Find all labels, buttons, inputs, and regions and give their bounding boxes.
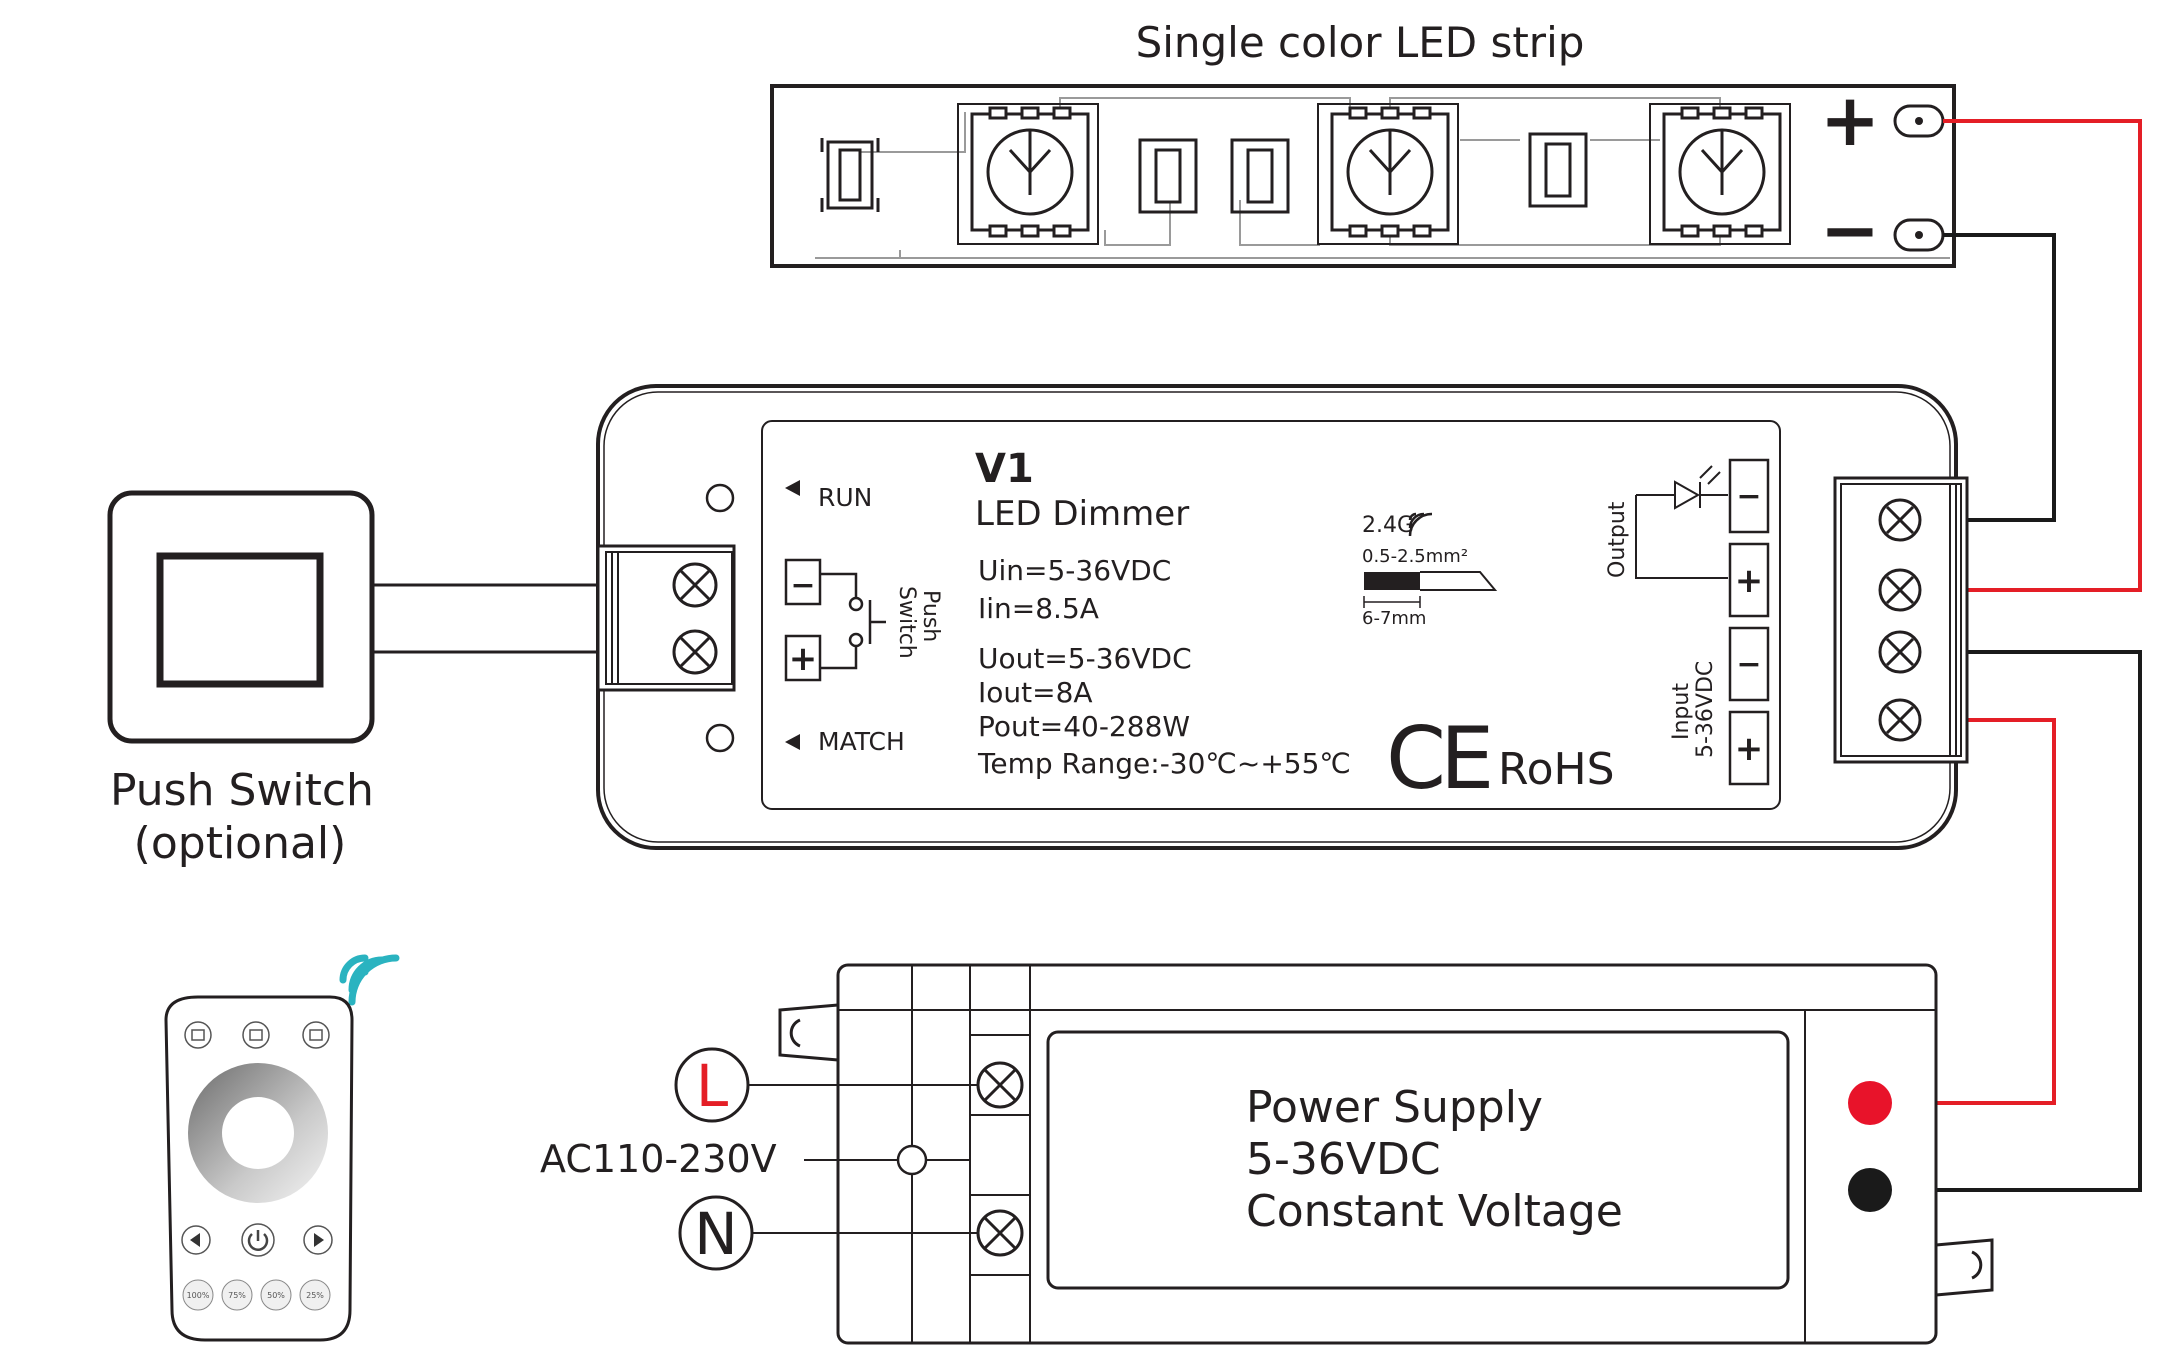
power-supply: Power Supply 5-36VDC Constant Voltage L … <box>540 963 1994 1345</box>
wireless-signal-icon <box>339 954 400 1006</box>
ac-neutral-terminal <box>678 1195 754 1271</box>
push-switch-schematic <box>784 558 886 682</box>
terminal-screw-icon <box>672 562 718 608</box>
output-minus-label: − <box>1736 479 1761 514</box>
match-label: MATCH <box>818 727 905 756</box>
stripped-wire-icon <box>1363 571 1498 608</box>
wireless-label: 2.4G <box>1362 513 1414 538</box>
match-arrow-icon <box>785 734 800 750</box>
spec-uout: Uout=5-36VDC <box>978 642 1192 675</box>
push-switch-button <box>156 552 324 688</box>
push-switch-text-line2: Switch <box>894 586 919 659</box>
wire-strip-negative <box>1900 233 2056 522</box>
led-strip-plus-symbol: + <box>1820 78 1880 162</box>
push-switch-label-line1: Push Switch <box>110 765 374 816</box>
remote-preset-label: 50% <box>267 1291 285 1300</box>
run-label: RUN <box>818 483 872 512</box>
led-strip-pad-positive <box>1893 104 1945 138</box>
resistor-4 <box>1528 132 1588 208</box>
remote-touch-wheel-center <box>222 1097 294 1169</box>
psu-output-positive <box>1848 1081 1892 1125</box>
led-dimmer: RUN MATCH − + Push Switch V1 LED Dimmer … <box>596 384 1969 850</box>
wire-push-switch <box>372 583 640 654</box>
ac-input-label: AC110-230V <box>540 1137 777 1181</box>
psu-label-panel <box>1046 1030 1790 1290</box>
strip-length-label: 6-7mm <box>1362 608 1426 629</box>
led-strip: Single color LED strip <box>770 18 1956 272</box>
spec-pout: Pout=40-288W <box>978 710 1190 743</box>
push-switch-plus-label: + <box>789 639 818 679</box>
led-strip-pad-negative <box>1893 218 1945 252</box>
psu-mount-tab-right <box>1935 1238 1994 1297</box>
led-chip-1 <box>957 103 1099 245</box>
input-label-line1: Input <box>1669 683 1694 740</box>
led-chip-3 <box>1649 103 1791 245</box>
remote-preset-buttons: 100% 75% 50% 25% <box>182 1279 331 1311</box>
input-label-line2: 5-36VDC <box>1693 661 1718 758</box>
ac-neutral-label: N <box>694 1200 737 1268</box>
terminal-screw-icon <box>1878 698 1922 742</box>
ground-junction <box>896 1144 928 1176</box>
wires <box>372 119 2142 1192</box>
terminal-screw-icon <box>672 629 718 675</box>
push-switch-text-line1: Push <box>918 590 943 642</box>
spec-uin: Uin=5-36VDC <box>978 554 1171 587</box>
remote-preset-label: 75% <box>228 1291 246 1300</box>
run-arrow-icon <box>785 480 800 496</box>
psu-type: Constant Voltage <box>1246 1186 1623 1237</box>
ac-live-label: L <box>696 1052 728 1120</box>
wireless-signal-icon <box>1408 512 1433 537</box>
input-minus-label: − <box>1736 647 1761 682</box>
resistor-2 <box>1138 138 1198 214</box>
wireless-remote: 100% 75% 50% 25% <box>164 954 400 1342</box>
match-button-hole <box>705 723 735 753</box>
remote-preset-label: 25% <box>306 1291 324 1300</box>
push-switch-label-line2: (optional) <box>134 818 347 869</box>
output-polarity-boxes <box>1728 458 1770 786</box>
terminal-screw-icon <box>976 1061 1024 1109</box>
chevron-left-icon <box>190 1233 200 1247</box>
remote-memory-buttons <box>184 1021 330 1049</box>
wire-gauge-label: 0.5-2.5mm² <box>1362 546 1468 567</box>
led-chip-2 <box>1317 103 1459 245</box>
wire-strip-positive <box>1900 119 2142 592</box>
led-strip-minus-symbol: − <box>1820 188 1880 272</box>
rohs-mark: RoHS <box>1498 744 1615 795</box>
remote-nav-buttons <box>181 1223 333 1257</box>
terminal-screw-icon <box>1878 498 1922 542</box>
push-switch-minus-label: − <box>790 568 815 603</box>
remote-preset-label: 100% <box>187 1291 210 1300</box>
terminal-screw-icon <box>1878 568 1922 612</box>
resistor-3 <box>1230 138 1290 214</box>
run-indicator-hole <box>705 483 735 513</box>
power-icon <box>247 1230 269 1251</box>
push-switch: Push Switch (optional) <box>107 490 375 869</box>
led-output-icon <box>1635 465 1728 579</box>
output-input-terminal <box>1833 476 1969 764</box>
dimmer-model: V1 <box>975 446 1034 492</box>
output-plus-label: + <box>1735 561 1764 601</box>
spec-iin: Iin=8.5A <box>978 592 1099 625</box>
terminal-screw-icon <box>976 1209 1024 1257</box>
push-switch-terminal <box>596 544 736 692</box>
psu-title: Power Supply <box>1246 1082 1543 1133</box>
psu-mount-tab-left <box>778 1003 839 1062</box>
resistor-1 <box>820 138 880 212</box>
terminal-screw-icon <box>1878 630 1922 674</box>
chevron-right-icon <box>314 1233 324 1247</box>
ce-mark: CE <box>1386 709 1489 809</box>
ac-live-terminal <box>674 1047 750 1123</box>
psu-voltage: 5-36VDC <box>1246 1134 1441 1185</box>
dimmer-label-panel <box>761 420 1781 810</box>
led-strip-title: Single color LED strip <box>1136 18 1585 67</box>
psu-output-negative <box>1848 1168 1892 1212</box>
spec-iout: Iout=8A <box>978 676 1093 709</box>
input-plus-label: + <box>1735 729 1764 769</box>
wire-psu-negative <box>1870 650 2142 1192</box>
output-label: Output <box>1605 501 1630 578</box>
dimmer-name: LED Dimmer <box>975 494 1189 534</box>
wire-psu-positive <box>1870 718 2056 1105</box>
spec-temp: Temp Range:-30℃~+55℃ <box>977 747 1351 780</box>
